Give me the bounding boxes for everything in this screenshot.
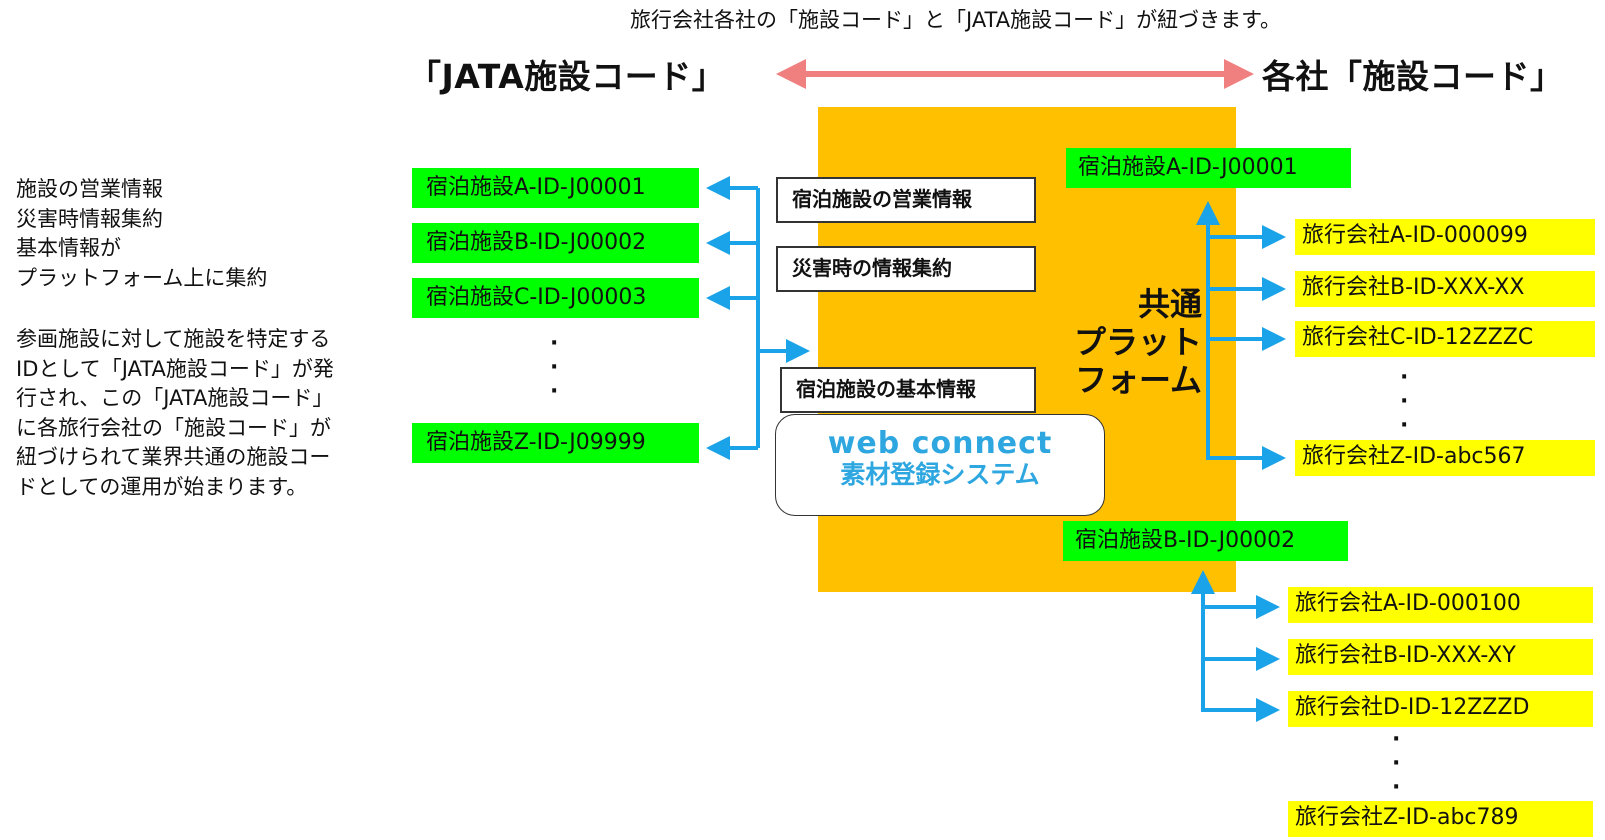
jata-code-label-a: 宿泊施設A-ID-J00001 [412,168,699,208]
group-a-agency-b: 旅行会社B-ID-XXX-XX [1295,271,1595,307]
group-b-facility-label: 宿泊施設B-ID-J00002 [1063,521,1348,561]
jata-code-heading: 「JATA施設コード」 [408,57,726,96]
group-a-agency-c: 旅行会社C-ID-12ZZZC [1295,321,1595,357]
group-b-ellipsis: · · · [1392,727,1401,800]
business-info-box: 宿泊施設の営業情報 [776,177,1036,223]
description-detail: 参画施設に対して施設を特定する IDとして「JATA施設コード」が発 行され、こ… [16,327,334,499]
group-a-facility-label: 宿泊施設A-ID-J00001 [1066,148,1351,188]
diagram-caption: 旅行会社各社の「施設コード」と「JATA施設コード」が紐づきます。 [630,8,1282,32]
web-connect-subtitle: 素材登録システム [840,460,1040,489]
agency-code-heading: 各社「施設コード」 [1262,57,1564,96]
description-summary: 施設の営業情報 災害時情報集約 基本情報が プラットフォーム上に集約 [16,177,268,290]
group-a-agency-a: 旅行会社A-ID-000099 [1295,219,1595,255]
group-b-agency-a: 旅行会社A-ID-000100 [1288,587,1593,623]
basic-info-box: 宿泊施設の基本情報 [780,367,1036,413]
web-connect-box: web connect 素材登録システム [775,414,1105,516]
jata-code-label-b: 宿泊施設B-ID-J00002 [412,223,699,263]
jata-code-label-c: 宿泊施設C-ID-J00003 [412,278,699,318]
jata-code-label-z: 宿泊施設Z-ID-J09999 [412,423,699,463]
common-platform-label: 共通 プラット フォーム [1073,285,1202,399]
group-b-agency-b: 旅行会社B-ID-XXX-XY [1288,639,1593,675]
group-b-agency-z: 旅行会社Z-ID-abc789 [1288,801,1593,837]
group-b-agency-d: 旅行会社D-ID-12ZZZD [1288,691,1593,727]
group-a-ellipsis: · · · [1400,365,1409,438]
group-b-connector-lines [1191,570,1280,722]
jata-ellipsis: · · · [550,331,559,404]
group-a-connector-lines [1196,201,1286,470]
disaster-info-box: 災害時の情報集約 [776,246,1036,292]
web-connect-logo: web connect [827,426,1053,461]
jata-connector-lines [706,176,810,460]
group-a-agency-z: 旅行会社Z-ID-abc567 [1295,440,1595,476]
